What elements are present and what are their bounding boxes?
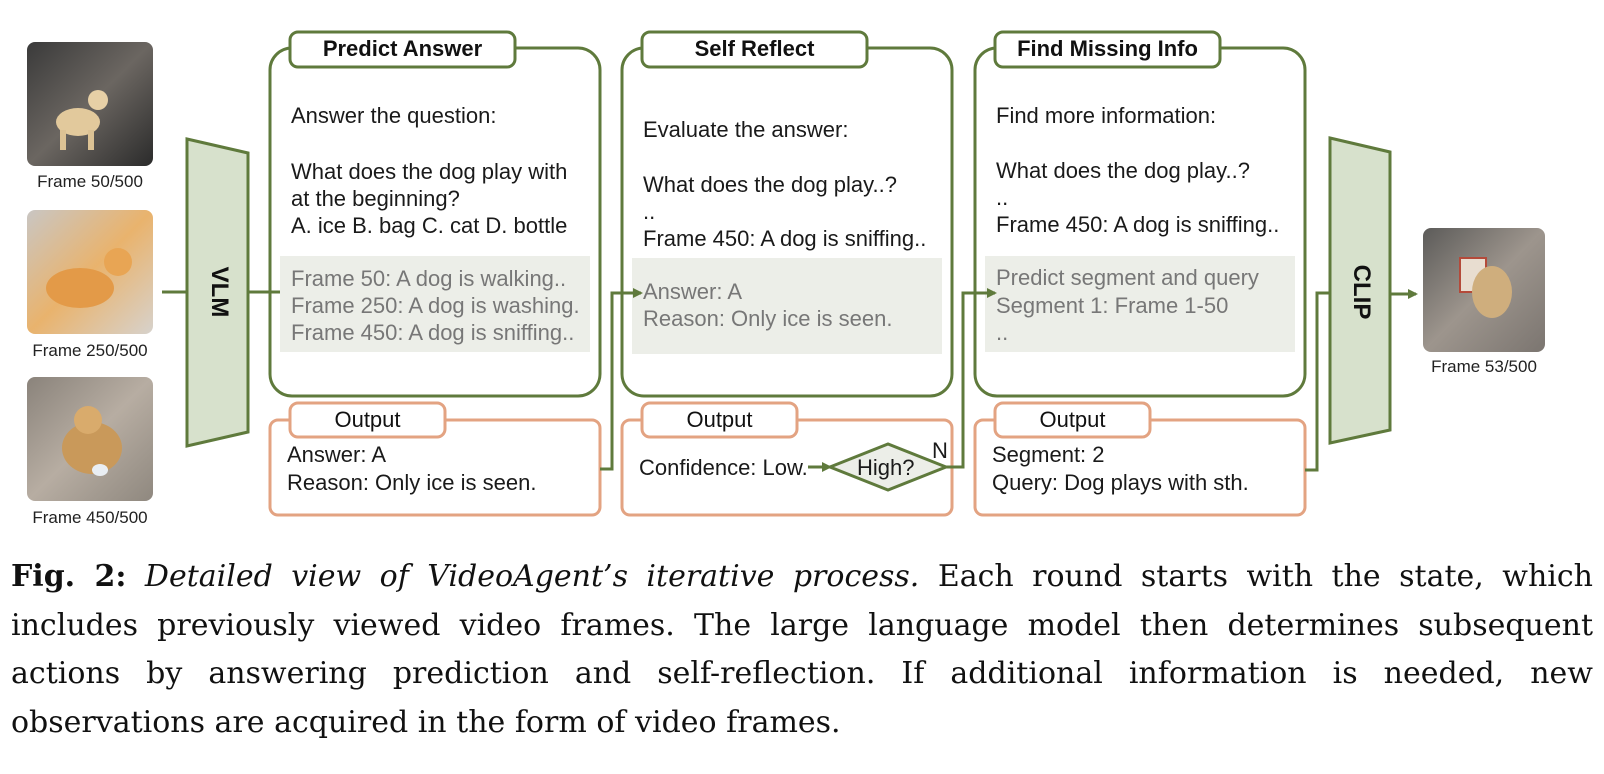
predict-title: Predict Answer [322,36,483,61]
find-instruction: Find more information: [996,103,1217,128]
find-output-title: Output [1039,407,1106,432]
reflect-output-title: Output [686,407,753,432]
find-title: Find Missing Info [1017,36,1198,61]
predict-options: A. ice B. bag C. cat D. bottle [291,213,568,238]
decision-label: High? [857,455,915,480]
predict-output-reason: Reason: Only ice is seen. [287,470,537,495]
predict-output-answer: Answer: A [287,442,387,467]
predict-instruction: Answer the question: [291,103,497,128]
figure-label: Fig. 2: [11,559,127,594]
reflect-answer: Answer: A [643,279,743,304]
frame-450-image [27,377,153,501]
frame-53-label: Frame 53/500 [1431,357,1537,376]
reflect-frame-450: Frame 450: A dog is sniffing.. [643,226,927,251]
predict-to-reflect-arrow [600,288,643,471]
reflect-title-box [640,30,869,69]
predict-title-box [288,30,517,69]
reflect-answer-box [632,258,942,354]
find-predict-segment: Predict segment and query [996,265,1259,290]
figure-caption: Fig. 2: Detailed view of VideoAgent’s it… [11,553,1593,747]
clip-label: CLIP [1348,264,1375,320]
vlm-block [185,137,250,448]
reflect-ellipsis: .. [643,199,656,224]
frame-450-label: Frame 450/500 [32,508,148,527]
predict-question-1: What does the dog play with [291,159,568,184]
frame-50-label: Frame 50/500 [37,172,143,191]
reflect-title: Self Reflect [694,36,815,61]
predict-question-2: at the beginning? [291,186,460,211]
frame-50-image [27,42,153,166]
reflect-question: What does the dog play..? [643,172,897,197]
find-output-query: Query: Dog plays with sth. [992,470,1249,495]
predict-frame-50: Frame 50: A dog is walking.. [291,266,567,291]
find-query-box [985,256,1295,352]
find-segment-1: Segment 1: Frame 1-50 [996,293,1229,318]
reflect-reason: Reason: Only ice is seen. [643,306,893,331]
find-to-clip-arrow [1305,291,1330,472]
find-output-title-box [993,401,1152,439]
find-title-box [993,30,1222,69]
reflect-instruction: Evaluate the answer: [643,117,849,142]
find-ellipsis: .. [996,185,1009,210]
decision-no-label: N [932,438,948,463]
predict-frame-450: Frame 450: A dog is sniffing.. [291,320,575,345]
frame-53-image [1423,228,1545,352]
find-ellipsis-2: .. [996,320,1009,345]
predict-frame-250: Frame 250: A dog is washing. [291,293,580,318]
reflect-output-title-box [640,401,799,439]
frame-250-label: Frame 250/500 [32,341,148,360]
predict-frames-box [280,256,590,352]
figure-caption-body: Each round starts with the state, which … [11,559,1593,740]
predict-output-title-box [288,401,447,439]
clip-block [1328,136,1392,445]
find-output-segment: Segment: 2 [992,442,1105,467]
predict-output-title: Output [334,407,401,432]
vlm-label: VLM [206,266,233,318]
figure-caption-title: Detailed view of VideoAgent’s iterative … [144,559,920,594]
frame-250-image [27,210,153,334]
reflect-output-confidence: Confidence: Low. [639,455,808,480]
decision-to-find-arrow [946,288,997,469]
find-question: What does the dog play..? [996,158,1250,183]
find-frame-450: Frame 450: A dog is sniffing.. [996,212,1280,237]
